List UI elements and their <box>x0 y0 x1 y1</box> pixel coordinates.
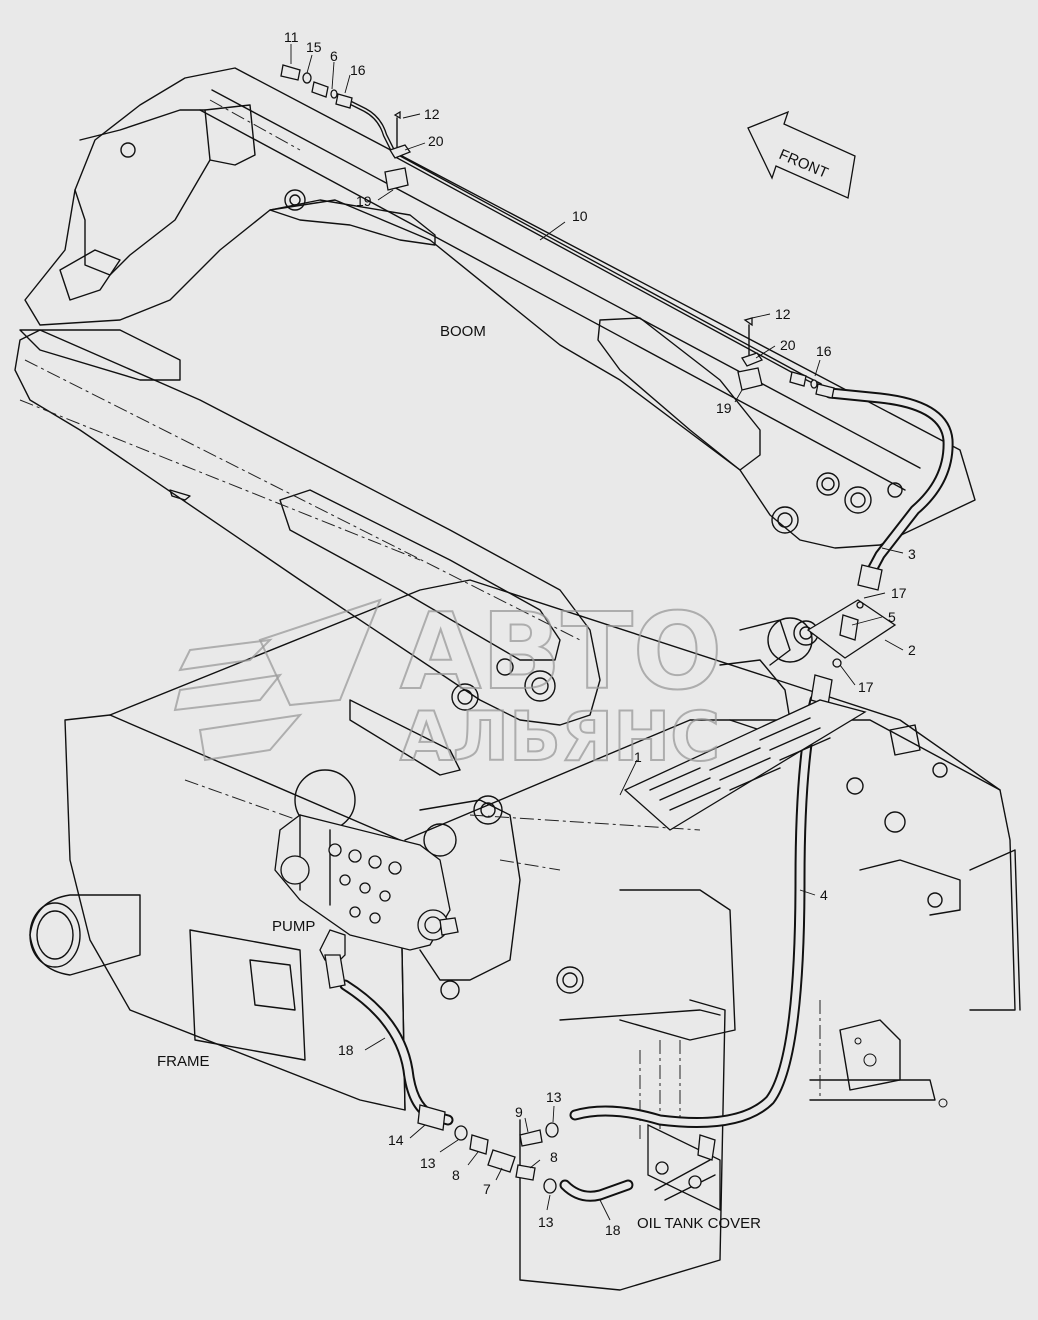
lower-fittings <box>417 1104 559 1194</box>
callout-11: 11 <box>284 29 299 45</box>
front-direction-arrow: FRONT <box>747 110 856 199</box>
oil-tank-cover <box>647 1123 721 1212</box>
callout-20-lower: 20 <box>780 337 796 353</box>
callout-13-left: 13 <box>420 1155 436 1171</box>
callout-10: 10 <box>572 208 588 224</box>
callout-5: 5 <box>888 609 896 625</box>
watermark-line-1: ABTO <box>400 591 722 713</box>
callout-3: 3 <box>908 546 916 562</box>
hose-4 <box>569 694 821 1128</box>
leader-lines <box>290 44 904 1221</box>
watermark-line-2: АЛЬЯНС <box>400 698 720 777</box>
callout-13-bottom: 13 <box>538 1214 554 1230</box>
callout-19-lower: 19 <box>716 400 732 416</box>
callout-17-lower: 17 <box>858 679 874 695</box>
callout-8-left: 8 <box>452 1167 460 1183</box>
callout-18-tank: 18 <box>605 1222 621 1238</box>
hose-18-tank <box>559 1179 634 1202</box>
callout-19-upper: 19 <box>356 193 372 209</box>
clamp-upper <box>384 110 412 191</box>
fitting-16-lower <box>789 371 835 399</box>
frame-label: FRAME <box>157 1053 210 1070</box>
boom-label: BOOM <box>440 323 486 340</box>
callout-16-upper: 16 <box>350 62 366 78</box>
callout-6: 6 <box>330 48 338 64</box>
hose-3 <box>824 387 954 576</box>
steel-tube <box>342 97 823 388</box>
vent-plate <box>623 699 867 831</box>
callouts: 11 15 6 16 12 20 19 10 12 20 16 19 3 17 … <box>284 29 916 1238</box>
callout-4: 4 <box>820 887 828 903</box>
clamp-lower <box>737 317 764 391</box>
watermark: ABTO АЛЬЯНС <box>173 590 723 778</box>
callout-18-pump: 18 <box>338 1042 354 1058</box>
pump <box>274 814 459 989</box>
part-labels: BOOM PUMP FRAME OIL TANK COVER <box>157 323 761 1232</box>
callout-12-upper: 12 <box>424 106 440 122</box>
oil-tank-cover-label: OIL TANK COVER <box>637 1215 761 1232</box>
pump-label: PUMP <box>272 918 315 935</box>
callout-12-lower: 12 <box>775 306 791 322</box>
callout-15: 15 <box>306 39 322 55</box>
frame <box>29 579 1021 1291</box>
callout-20-upper: 20 <box>428 133 444 149</box>
lift-arm <box>14 329 601 726</box>
top-fittings <box>280 64 353 109</box>
callout-13-top: 13 <box>546 1089 562 1105</box>
callout-1: 1 <box>634 749 642 765</box>
callout-9: 9 <box>515 1104 523 1120</box>
callout-2: 2 <box>908 642 916 658</box>
callout-7: 7 <box>483 1181 491 1197</box>
boom-arm <box>19 67 976 549</box>
bulkhead-plate <box>806 564 897 706</box>
callout-17-upper: 17 <box>891 585 907 601</box>
callout-8-right: 8 <box>550 1149 558 1165</box>
callout-16-lower: 16 <box>816 343 832 359</box>
callout-14: 14 <box>388 1132 404 1148</box>
